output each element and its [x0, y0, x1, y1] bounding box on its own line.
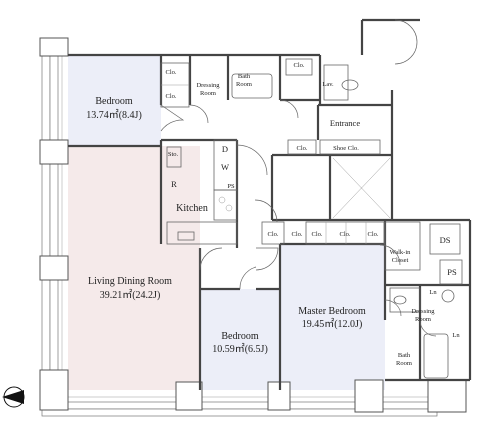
bath-room-2-line1: Bath [398, 352, 411, 359]
closet-label: Clo. [339, 231, 350, 238]
washer-label: W [221, 162, 229, 172]
linen-label: Ln [429, 289, 437, 296]
duct-space-label: DS [440, 235, 451, 245]
living-name: Living Dining Room [88, 276, 172, 287]
bath-room-1-line2: Room [236, 81, 252, 88]
storage-label: Sto. [168, 151, 179, 158]
living-area: 39.21㎡(24.2J) [100, 289, 161, 301]
bedroom-1-fill [68, 55, 161, 146]
living-fill [68, 146, 200, 390]
dressing-room-1-line2: Room [200, 90, 216, 97]
closet-label: Clo. [311, 231, 322, 238]
bedroom-2-fill [200, 289, 280, 390]
linen-label: Ln [452, 332, 460, 339]
closet-label: Clo. [165, 69, 176, 76]
closet-label: Clo. [296, 145, 307, 152]
walkin-closet-line1: Walk-in [390, 249, 412, 256]
closet-label: Clo. [293, 62, 304, 69]
bath-room-1-line1: Bath [238, 73, 251, 80]
bedroom-2-area: 10.59㎡(6.5J) [212, 343, 268, 355]
master-bedroom-name: Master Bedroom [298, 306, 366, 317]
closet-label: Clo. [267, 231, 278, 238]
facade [39, 37, 467, 417]
master-bedroom-area: 19.45㎡(12.0J) [302, 318, 363, 330]
pipe-space-label: PS [227, 183, 235, 190]
lav-label: Lav. [322, 81, 334, 88]
closet-label: Clo. [367, 231, 378, 238]
dishwasher-label: D [222, 144, 228, 154]
closet-label: Clo. [291, 231, 302, 238]
kitchen-label: Kitchen [176, 203, 208, 214]
master-bedroom-fill [280, 244, 385, 390]
closet-label: Clo. [165, 93, 176, 100]
bedroom-2-name: Bedroom [221, 331, 258, 342]
bedroom-1-name: Bedroom [95, 96, 132, 107]
dressing-room-2-line2: Room [415, 316, 431, 323]
dressing-room-2-line1: Dressing [411, 308, 435, 315]
door-swings [160, 99, 437, 337]
entrance-label: Entrance [330, 118, 360, 128]
pipe-space-label: PS [447, 267, 457, 277]
bedroom-1-area: 13.74㎡(8.4J) [86, 109, 142, 121]
shoe-closet-label: Shoe Clo. [333, 145, 359, 152]
walkin-closet-line2: Closet [392, 257, 409, 264]
north-arrow [2, 386, 25, 408]
dressing-room-1-line1: Dressing [196, 82, 220, 89]
fixtures [160, 19, 463, 379]
refrigerator-label: R [171, 179, 177, 189]
bath-room-2-line2: Room [396, 360, 412, 367]
